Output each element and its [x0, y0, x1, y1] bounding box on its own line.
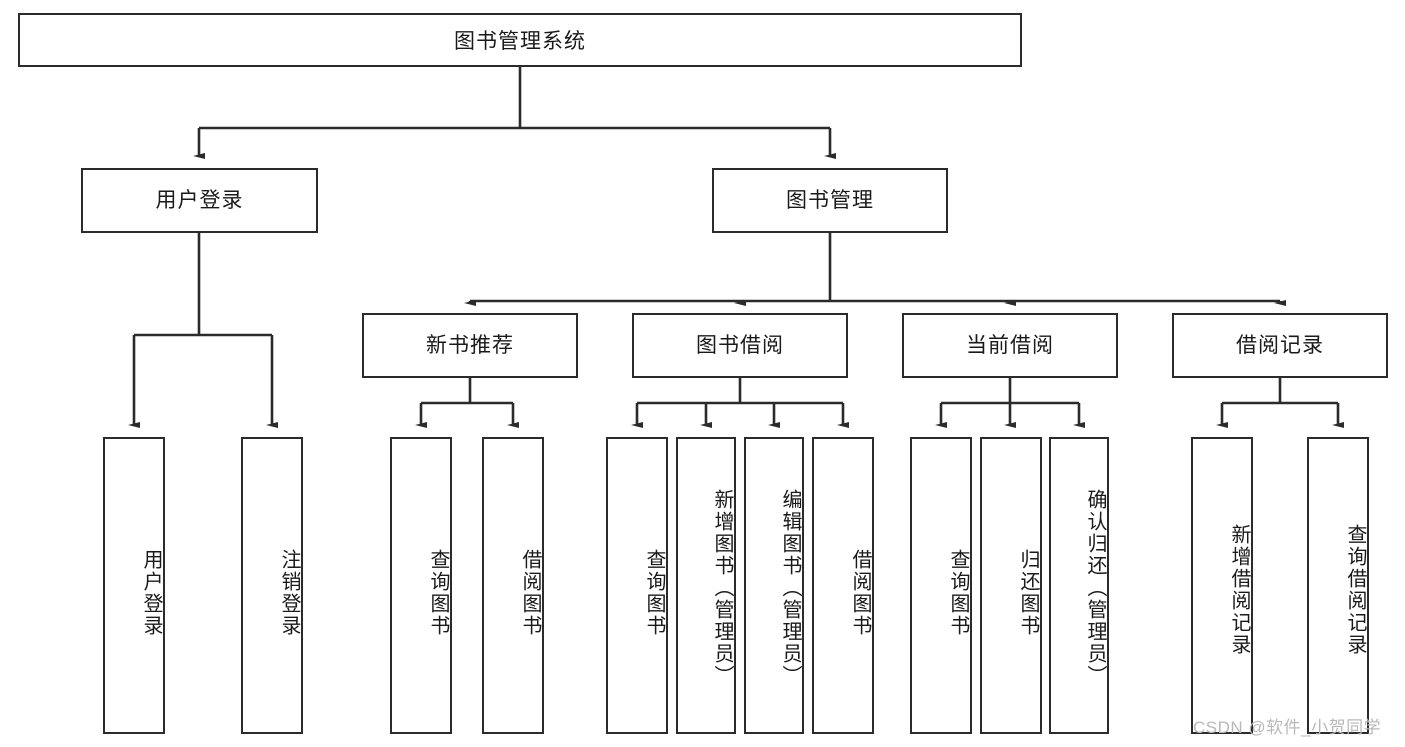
node-label: 新增借阅记录	[1228, 524, 1250, 656]
node-borrow-record[interactable]: 借阅记录	[1172, 313, 1388, 378]
node-leaf-logout-login[interactable]: 注销登录	[241, 437, 303, 734]
node-label: 借阅记录	[1236, 333, 1324, 357]
node-label: 借阅图书	[519, 548, 541, 637]
node-label: 新书推荐	[426, 333, 514, 357]
node-label: 借阅图书	[849, 548, 871, 637]
node-book-manage[interactable]: 图书管理	[712, 168, 948, 233]
node-label: 查询借阅记录	[1344, 524, 1366, 656]
node-leaf-query-book-3[interactable]: 查询图书	[910, 437, 972, 734]
node-label: 图书管理	[786, 188, 874, 212]
node-leaf-edit-book[interactable]: 编辑图书（管理员）	[744, 437, 804, 734]
node-user-login[interactable]: 用户登录	[81, 168, 318, 233]
node-new-book-recommend[interactable]: 新书推荐	[362, 313, 578, 378]
node-label: 用户登录	[140, 548, 162, 637]
node-label: 归还图书	[1017, 548, 1039, 637]
node-leaf-borrow-book-1[interactable]: 借阅图书	[482, 437, 544, 734]
node-leaf-query-book-2[interactable]: 查询图书	[606, 437, 668, 734]
node-label: 查询图书	[643, 548, 665, 637]
node-label: 注销登录	[278, 548, 300, 637]
node-root-system[interactable]: 图书管理系统	[18, 13, 1022, 67]
node-label: 图书管理系统	[454, 30, 586, 53]
node-label: 图书借阅	[696, 333, 784, 357]
node-leaf-return-book[interactable]: 归还图书	[980, 437, 1042, 734]
node-label: 当前借阅	[966, 333, 1054, 357]
node-label: 查询图书	[427, 548, 449, 637]
node-leaf-borrow-book-2[interactable]: 借阅图书	[812, 437, 874, 734]
node-leaf-query-book-1[interactable]: 查询图书	[390, 437, 452, 734]
node-label: 新增图书（管理员）	[711, 489, 733, 687]
node-label: 用户登录	[155, 188, 244, 212]
node-leaf-query-record[interactable]: 查询借阅记录	[1307, 437, 1369, 734]
node-current-borrow[interactable]: 当前借阅	[902, 313, 1118, 378]
node-label: 编辑图书（管理员）	[779, 489, 801, 687]
node-leaf-user-login[interactable]: 用户登录	[103, 437, 165, 734]
csdn-watermark: CSDN @软件_小贺同学	[1193, 718, 1382, 737]
node-leaf-add-record[interactable]: 新增借阅记录	[1191, 437, 1253, 734]
node-label: 确认归还（管理员）	[1084, 489, 1106, 687]
node-book-borrow[interactable]: 图书借阅	[632, 313, 848, 378]
node-label: 查询图书	[947, 548, 969, 637]
node-leaf-confirm-return[interactable]: 确认归还（管理员）	[1049, 437, 1109, 734]
node-leaf-add-book[interactable]: 新增图书（管理员）	[676, 437, 736, 734]
